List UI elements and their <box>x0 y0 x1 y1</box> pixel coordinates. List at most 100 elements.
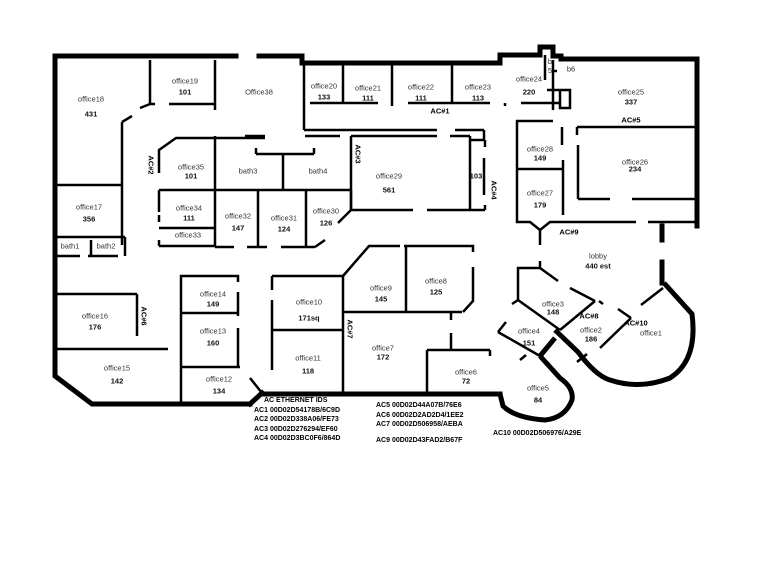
ac-legend-entry: AC3 00D02D276294/EF60 <box>254 425 338 433</box>
room-label-b5: b 5 <box>547 57 553 75</box>
ac-legend-title: AC ETHERNET IDS <box>264 397 328 404</box>
room-label-office14: office14 <box>199 289 227 299</box>
room-label-office15: office15 <box>103 363 131 373</box>
ac-legend-entry: AC1 00D02D54178B/6C9D <box>254 406 340 414</box>
room-area-office26: 234 <box>628 164 642 174</box>
room-label-bath1: bath1 <box>60 241 80 251</box>
room-area-office27: 179 <box>533 200 547 210</box>
room-label-office22: office22 <box>407 82 435 92</box>
room-label-office2: office2 <box>580 325 602 335</box>
ac-label-ac10: AC#10 <box>624 318 648 328</box>
room-area-office32: 147 <box>231 223 245 233</box>
room-label-office27: office27 <box>526 188 554 198</box>
ac-label-ac4: AC#4 <box>489 180 499 200</box>
room-label-office16: office16 <box>81 311 109 321</box>
ac-legend-entry: AC4 00D02D3BC0F6/864D <box>254 435 341 442</box>
ac-legend-entry: AC2 00D02D338A06/FE73 <box>254 416 339 423</box>
room-label-office4: office4 <box>518 326 540 336</box>
room-area-office6: 72 <box>461 376 471 386</box>
room-label-office29: office29 <box>375 171 403 181</box>
room-label-office33: office33 <box>174 230 202 240</box>
ac-label-ac6: AC#6 <box>139 306 149 326</box>
room-area-office30: 126 <box>319 218 333 228</box>
room-label-office38: Office38 <box>245 87 273 97</box>
room-label-office31: office31 <box>270 213 298 223</box>
room-label-office28: office28 <box>526 144 554 154</box>
ac-legend-entry: AC10 00D02D506976/A29E <box>493 430 582 437</box>
room-label-office13: office13 <box>199 326 227 336</box>
ac-legend-col2: AC5 00D02D44A07B/76E6 AC6 00D02D2AD2D4/1… <box>376 401 464 445</box>
ac-legend-entry: AC7 00D02D506958/AEBA <box>376 421 463 428</box>
room-area-office17: 356 <box>82 214 96 224</box>
room-area-office19: 101 <box>178 87 192 97</box>
ac-label-ac9: AC#9 <box>559 227 579 237</box>
room-area-office11: 118 <box>301 366 315 376</box>
office1-arc <box>553 281 696 387</box>
room-area-office25: 337 <box>624 97 638 107</box>
ac-label-ac1: AC#1 <box>430 106 450 116</box>
room-area-office16: 176 <box>88 322 102 332</box>
room-area-office12: 134 <box>212 386 226 396</box>
room-area-office8: 125 <box>429 287 443 297</box>
room-label-office5: office5 <box>527 383 549 393</box>
room-label-bath4: bath4 <box>308 166 328 176</box>
office5-arc <box>497 336 575 423</box>
room-label-office25: office25 <box>617 87 645 97</box>
room-area-office22: 111 <box>415 93 427 103</box>
ac-legend-entry: AC9 00D02D43FAD2/B67F <box>376 436 463 444</box>
room-label-office34: office34 <box>175 203 203 213</box>
room-area-office28: 149 <box>533 153 547 163</box>
room-area-office5: 84 <box>533 395 543 405</box>
room-area-office35: 101 <box>184 171 198 181</box>
room-label-lobby: lobby <box>589 251 607 261</box>
ac-label-ac3: AC#3 <box>353 144 363 164</box>
room-area-office15: 142 <box>110 376 124 386</box>
room-area-office2: 186 <box>584 334 598 344</box>
room-label-office20: office20 <box>310 81 338 91</box>
room-label-bath3: bath3 <box>238 166 258 176</box>
ac-label-ac2: AC#2 <box>146 155 156 175</box>
room-area-office14: 149 <box>206 299 220 309</box>
room-label-office30: office30 <box>312 206 340 216</box>
room-label-bath2: bath2 <box>96 241 116 251</box>
room-area-office23: 113 <box>471 93 485 103</box>
interior-walls <box>55 55 697 404</box>
room-area-office7: 172 <box>376 352 390 362</box>
room-label-office26: office26 <box>621 157 649 167</box>
room-area-office20: 133 <box>317 92 331 102</box>
room-label-office7: office7 <box>372 343 394 353</box>
room-label-office32: office32 <box>224 211 252 221</box>
room-label-office10: office10 <box>295 297 323 307</box>
room-label-office12: office12 <box>205 374 233 384</box>
ac-label-ac7: AC#7 <box>345 319 355 339</box>
room-area-office4: 151 <box>522 338 536 348</box>
ac-legend-entry: AC5 00D02D44A07B/76E6 <box>376 402 462 409</box>
room-label-office11: office11 <box>295 353 321 363</box>
room-label-office35: office35 <box>177 162 205 172</box>
room-label-office19: office19 <box>171 76 199 86</box>
room-area-office18: 431 <box>84 109 98 119</box>
room-label-office23: office23 <box>464 82 492 92</box>
room-area-lobby: 440 est <box>585 261 611 271</box>
room-area-office3: 148 <box>546 307 560 317</box>
room-label-b6: b6 <box>566 64 576 74</box>
ac-legend-entry: AC6 00D02D2AD2D4/1EE2 <box>376 411 464 419</box>
exterior-walls <box>52 44 700 408</box>
ac-label-ac8: AC#8 <box>579 311 599 321</box>
room-label-office24: office24 <box>515 74 543 84</box>
room-area-office13: 160 <box>206 338 220 348</box>
ac-label-ac5: AC#5 <box>621 115 641 125</box>
room-label-office8: office8 <box>425 276 447 286</box>
room-label-office18: office18 <box>77 94 105 104</box>
room-area-office31: 124 <box>277 224 291 234</box>
room-area-office10: 171sq <box>298 313 320 323</box>
ac-legend-col1: AC ETHERNET IDS AC1 00D02D54178B/6C9D AC… <box>254 396 340 444</box>
room-area-office24: 220 <box>522 87 536 97</box>
room-label-office6: office6 <box>455 367 477 377</box>
ac-legend-col3: AC10 00D02D506976/A29E <box>493 429 581 439</box>
room-area-office34: 111 <box>183 213 195 223</box>
room-label-office21: office21 <box>354 83 382 93</box>
room-label-office17: office17 <box>75 202 103 212</box>
room-label-office1: office1 <box>640 328 662 338</box>
